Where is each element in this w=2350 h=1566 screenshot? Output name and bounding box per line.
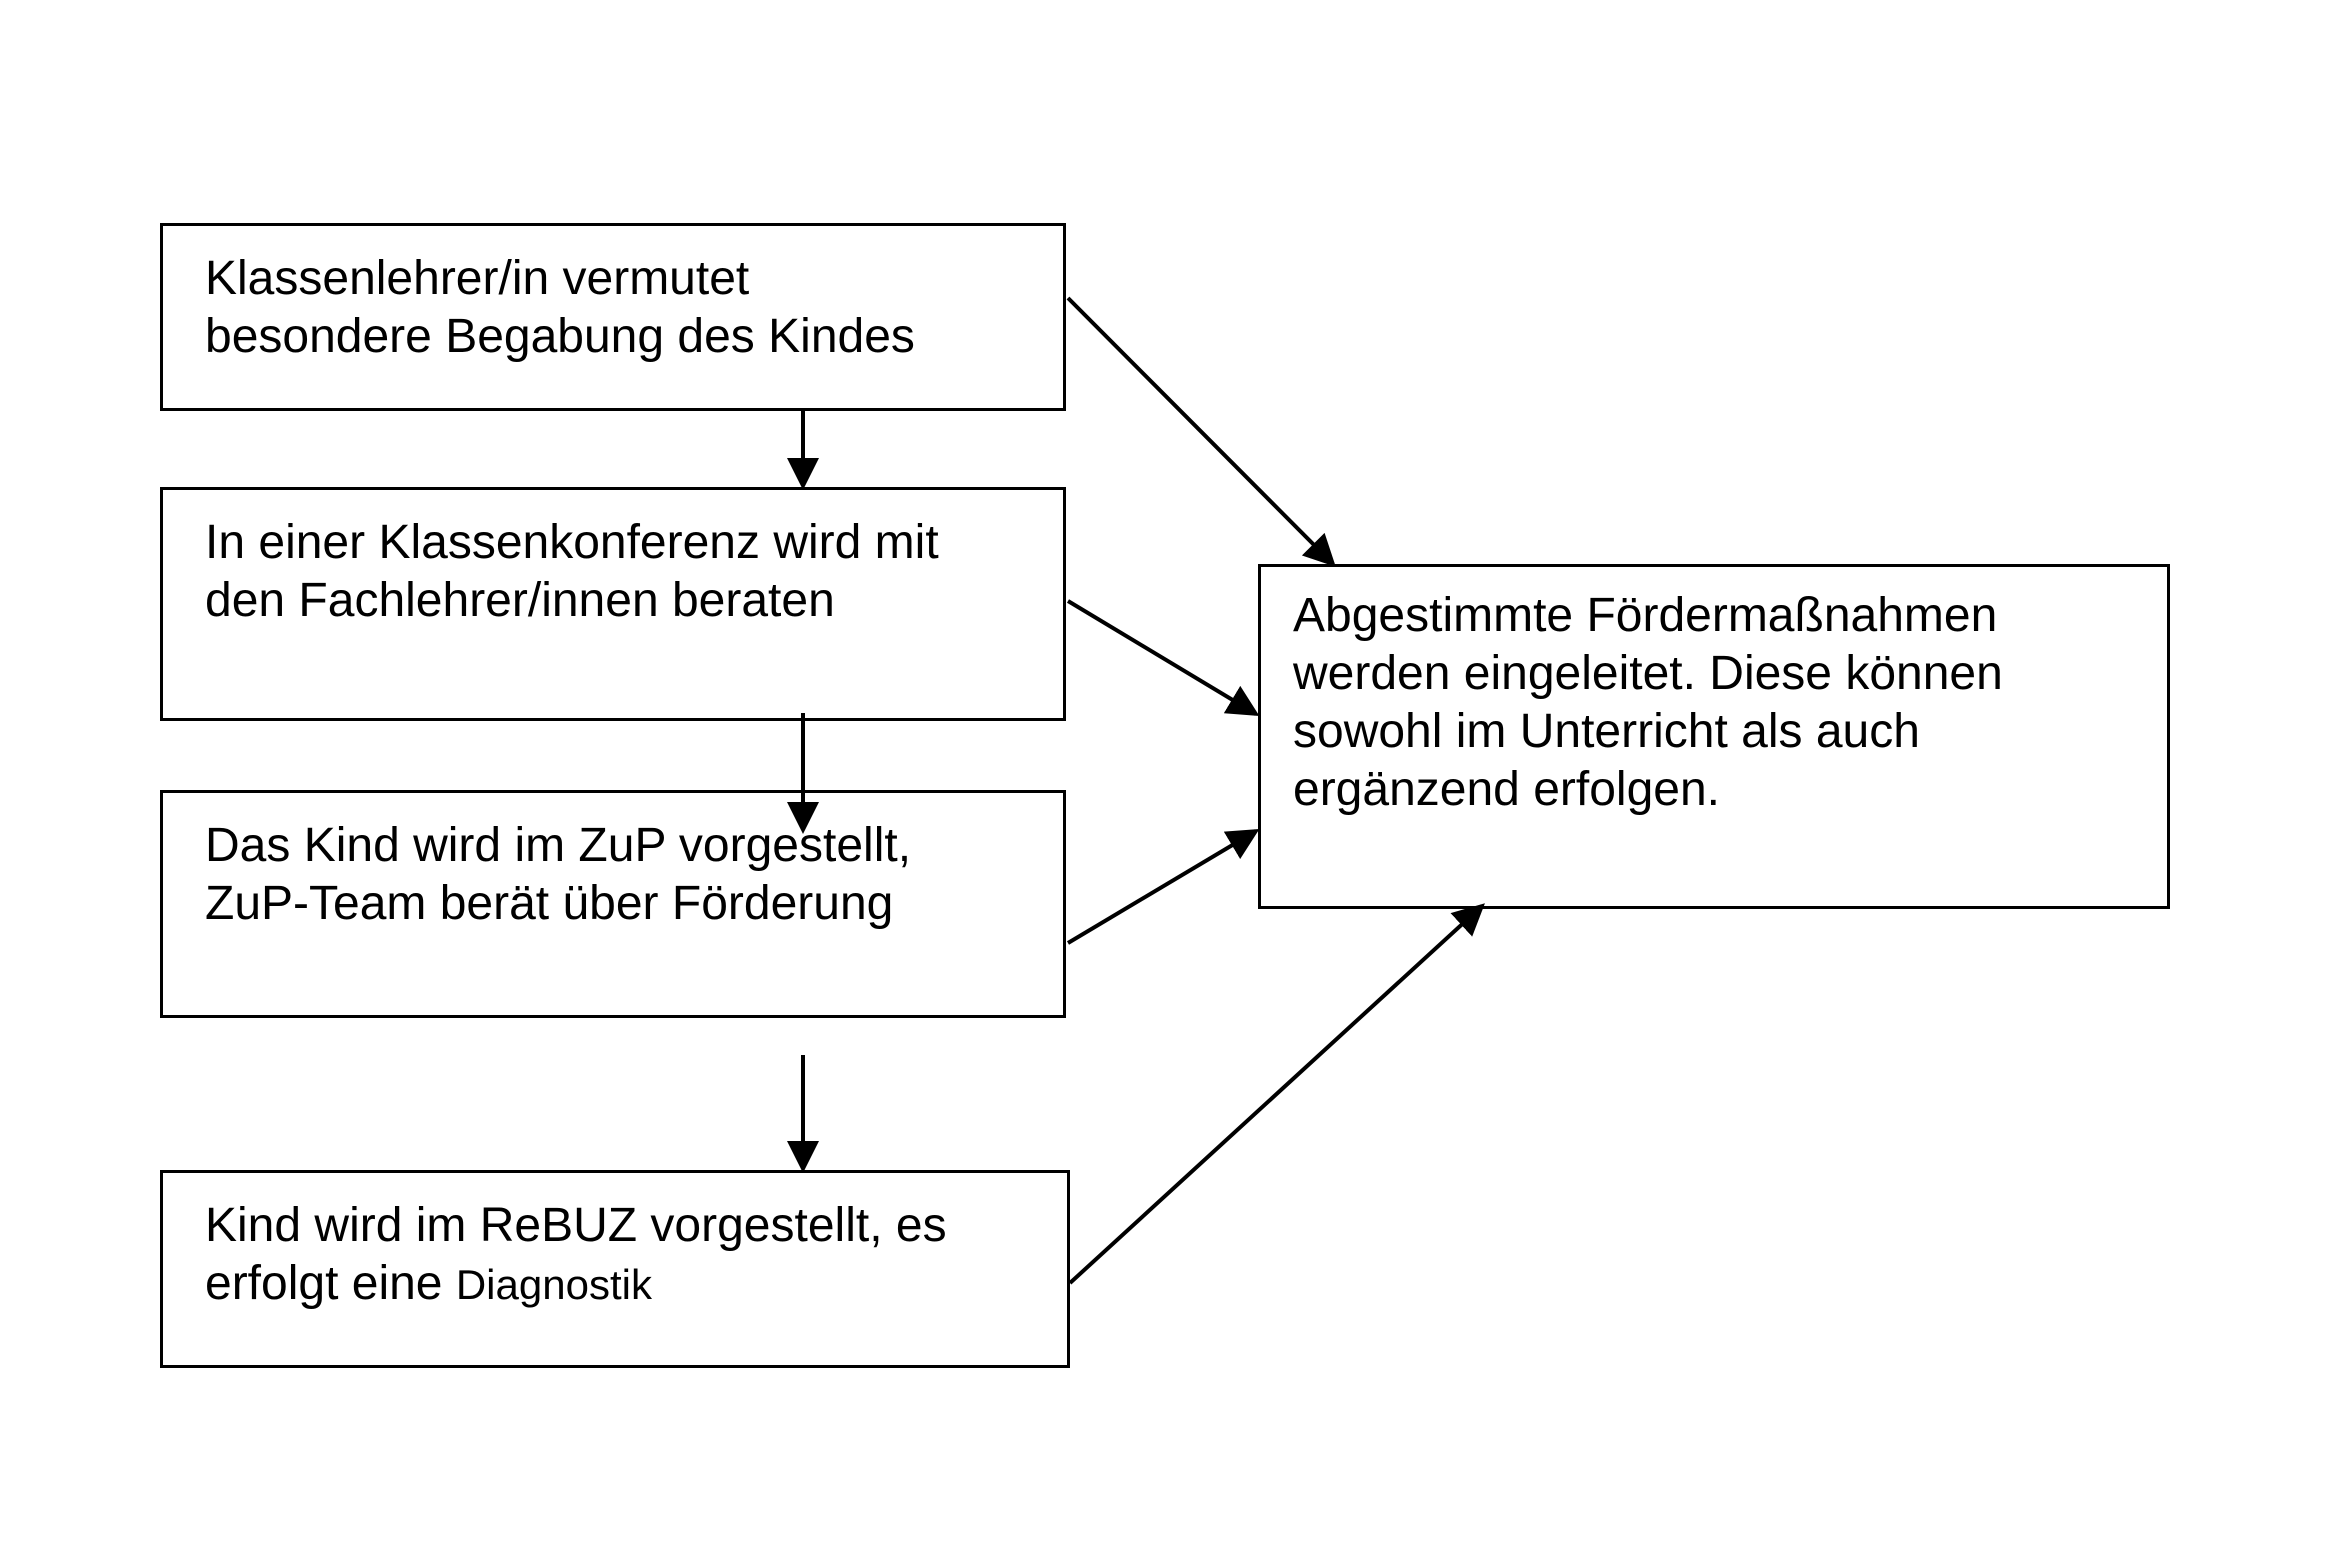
box-class-conference-text: In einer Klassenkonferenz wird mit den F… (205, 514, 939, 630)
box-rebuz-line-2b: Diagnostik (455, 1261, 652, 1308)
box-zup-line-1: Das Kind wird im ZuP vorgestellt, (205, 819, 912, 872)
box-zup: Das Kind wird im ZuP vorgestellt, ZuP-Te… (160, 790, 1066, 1018)
box-rebuz-line-2: erfolgt eine Diagnostik (205, 1255, 947, 1314)
box-support-measures-line-3: sowohl im Unterricht als auch (1293, 705, 1920, 758)
box-suspicion-text: Klassenlehrer/in vermutet besondere Bega… (205, 250, 915, 366)
box-suspicion-line-2: besondere Begabung des Kindes (205, 310, 915, 363)
box-class-conference-line-1: In einer Klassenkonferenz wird mit (205, 516, 939, 569)
box-support-measures-line-2: werden eingeleitet. Diese können (1293, 647, 2003, 700)
box-class-conference-line-2: den Fachlehrer/innen beraten (205, 574, 835, 627)
box-support-measures-text: Abgestimmte Fördermaßnahmen werden einge… (1293, 587, 2003, 819)
arrow-box1-to-box5 (1066, 296, 1336, 567)
box-rebuz: Kind wird im ReBUZ vorgestellt, es erfol… (160, 1170, 1070, 1368)
box-support-measures-line-1: Abgestimmte Fördermaßnahmen (1293, 589, 1998, 642)
box-rebuz-text: Kind wird im ReBUZ vorgestellt, es erfol… (205, 1197, 947, 1314)
box-suspicion: Klassenlehrer/in vermutet besondere Bega… (160, 223, 1066, 411)
box-zup-line-2: ZuP-Team berät über Förderung (205, 877, 894, 930)
box-support-measures: Abgestimmte Fördermaßnahmen werden einge… (1258, 564, 2170, 909)
box-rebuz-line-1: Kind wird im ReBUZ vorgestellt, es (205, 1199, 947, 1252)
box-rebuz-line-2a: erfolgt eine (205, 1257, 443, 1310)
box-suspicion-line-1: Klassenlehrer/in vermutet (205, 252, 750, 305)
arrow-box4-to-box5 (1068, 903, 1485, 1285)
arrow-box2-to-box5 (1066, 599, 1260, 717)
arrow-box3-to-box5 (1066, 828, 1260, 945)
box-support-measures-line-4: ergänzend erfolgen. (1293, 763, 1720, 816)
box-class-conference: In einer Klassenkonferenz wird mit den F… (160, 487, 1066, 721)
box-zup-text: Das Kind wird im ZuP vorgestellt, ZuP-Te… (205, 817, 911, 933)
